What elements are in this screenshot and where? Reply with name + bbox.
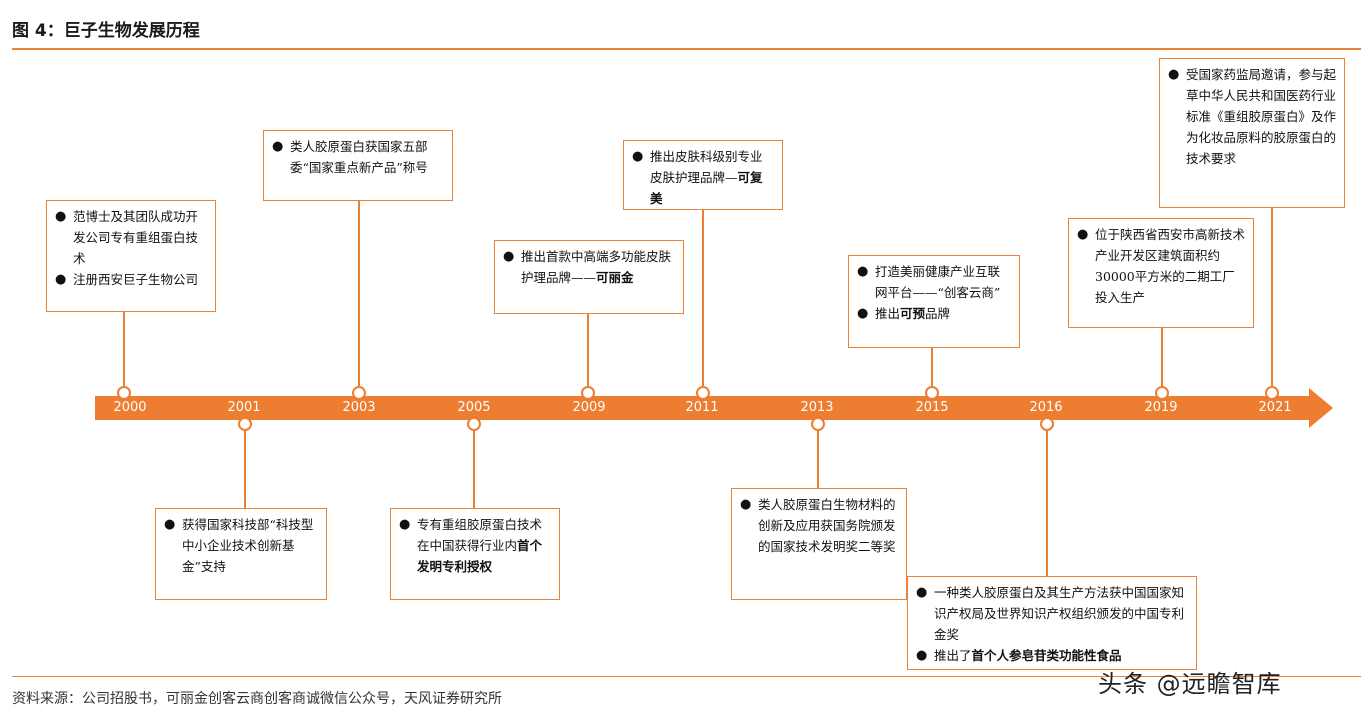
year-label-2019: 2019: [1144, 400, 1178, 415]
event-box-2000: ● 范博士及其团队成功开发公司专有重组蛋白技术 ● 注册西安巨子生物公司: [46, 200, 216, 312]
node-2013: [811, 417, 825, 431]
event-box-2003: ● 类人胶原蛋白获国家五部委“国家重点新产品”称号: [263, 130, 453, 201]
event-2003-text: 类人胶原蛋白获国家五部委“国家重点新产品”称号: [290, 139, 428, 175]
year-label-2001: 2001: [227, 400, 261, 415]
connector-2011: [702, 210, 704, 388]
first-patent-highlight: 首个发明专利授权: [417, 538, 543, 574]
node-2016: [1040, 417, 1054, 431]
bullet-icon: ●: [916, 585, 928, 600]
node-2009: [581, 386, 595, 400]
figure-title: 图 4：巨子生物发展历程: [12, 21, 200, 41]
event-box-2009: ● 推出首款中高端多功能皮肤护理品牌——可丽金: [494, 240, 684, 314]
event-2015-text-1: 打造美丽健康产业互联网平台——“创客云商”: [875, 264, 1001, 300]
year-label-2016: 2016: [1029, 400, 1063, 415]
ginsenoside-food-highlight: 首个人参皂苷类功能性食品: [971, 648, 1122, 663]
event-2013-text: 类人胶原蛋白生物材料的创新及应用获国务院颁发的国家技术发明奖二等奖: [758, 497, 896, 554]
node-2011: [696, 386, 710, 400]
bullet-icon: ●: [740, 497, 752, 512]
bullet-icon: ●: [55, 272, 67, 287]
year-label-2000: 2000: [113, 400, 147, 415]
brand-keyu: 可预: [900, 306, 926, 321]
connector-2001: [244, 430, 246, 508]
event-2016-text-1: 一种类人胶原蛋白及其生产方法获中国国家知识产权局及世界知识产权组织颁发的中国专利…: [934, 585, 1185, 642]
year-label-2021: 2021: [1258, 400, 1292, 415]
node-2019: [1155, 386, 1169, 400]
bullet-icon: ●: [503, 249, 515, 264]
footer-divider: [12, 676, 1361, 677]
connector-2019: [1161, 328, 1163, 388]
bullet-icon: ●: [55, 209, 67, 224]
year-label-2013: 2013: [800, 400, 834, 415]
node-2005: [467, 417, 481, 431]
node-2021: [1265, 386, 1279, 400]
event-2005-text: 专有重组胶原蛋白技术在中国获得行业内: [417, 517, 543, 553]
connector-2015: [931, 348, 933, 388]
node-2015: [925, 386, 939, 400]
event-box-2019: ● 位于陕西省西安市高新技术产业开发区建筑面积约30000平方米的二期工厂投入生产: [1068, 218, 1254, 328]
event-box-2001: ● 获得国家科技部“科技型中小企业技术创新基金”支持: [155, 508, 327, 600]
event-2019-text: 位于陕西省西安市高新技术产业开发区建筑面积约30000平方米的二期工厂投入生产: [1095, 227, 1246, 305]
connector-2021: [1271, 208, 1273, 388]
event-2009-text: 推出首款中高端多功能皮肤护理品牌——: [521, 249, 672, 285]
event-2000-text-1: 范博士及其团队成功开发公司专有重组蛋白技术: [73, 209, 199, 266]
timeline-band: [95, 396, 1309, 420]
event-box-2015: ● 打造美丽健康产业互联网平台——“创客云商” ● 推出可预品牌: [848, 255, 1020, 348]
watermark: 头条 @远瞻智库: [1098, 670, 1282, 698]
node-2000: [117, 386, 131, 400]
event-box-2016: ● 一种类人胶原蛋白及其生产方法获中国国家知识产权局及世界知识产权组织颁发的中国专…: [907, 576, 1197, 670]
event-2001-text: 获得国家科技部“科技型中小企业技术创新基金”支持: [182, 517, 314, 574]
event-2015-text-2-post: 品牌: [925, 306, 951, 321]
event-2021-text: 受国家药监局邀请，参与起草中华人民共和国医药行业标准《重组胶原蛋白》及作为化妆品…: [1186, 67, 1337, 166]
bullet-icon: ●: [916, 648, 928, 663]
year-label-2011: 2011: [685, 400, 719, 415]
year-label-2015: 2015: [915, 400, 949, 415]
event-2000-text-2: 注册西安巨子生物公司: [73, 272, 199, 287]
title-divider: [12, 48, 1361, 50]
bullet-icon: ●: [632, 149, 644, 164]
event-box-2005: ● 专有重组胶原蛋白技术在中国获得行业内首个发明专利授权: [390, 508, 560, 600]
event-box-2011: ● 推出皮肤科级别专业皮肤护理品牌—可复美: [623, 140, 783, 210]
connector-2009: [587, 314, 589, 388]
bullet-icon: ●: [1077, 227, 1089, 242]
bullet-icon: ●: [164, 517, 176, 532]
event-2011-text: 推出皮肤科级别专业皮肤护理品牌—: [650, 149, 763, 185]
year-label-2009: 2009: [572, 400, 606, 415]
brand-kefumei: 可复美: [650, 170, 763, 206]
connector-2003: [358, 201, 360, 388]
bullet-icon: ●: [272, 139, 284, 154]
connector-2005: [473, 430, 475, 508]
event-2015-text-2-pre: 推出: [875, 306, 901, 321]
bullet-icon: ●: [1168, 67, 1180, 82]
source-note: 资料来源：公司招股书，可丽金创客云商创客商诚微信公众号，天风证券研究所: [12, 691, 502, 707]
event-2016-text-2-pre: 推出了: [934, 648, 972, 663]
brand-kelijin: 可丽金: [596, 270, 634, 285]
bullet-icon: ●: [399, 517, 411, 532]
connector-2000: [123, 312, 125, 388]
event-box-2021: ● 受国家药监局邀请，参与起草中华人民共和国医药行业标准《重组胶原蛋白》及作为化妆…: [1159, 58, 1345, 208]
bullet-icon: ●: [857, 264, 869, 279]
node-2003: [352, 386, 366, 400]
connector-2013: [817, 430, 819, 488]
bullet-icon: ●: [857, 306, 869, 321]
timeline-arrowhead: [1309, 388, 1333, 428]
year-label-2003: 2003: [342, 400, 376, 415]
year-label-2005: 2005: [457, 400, 491, 415]
node-2001: [238, 417, 252, 431]
connector-2016: [1046, 430, 1048, 576]
event-box-2013: ● 类人胶原蛋白生物材料的创新及应用获国务院颁发的国家技术发明奖二等奖: [731, 488, 907, 600]
